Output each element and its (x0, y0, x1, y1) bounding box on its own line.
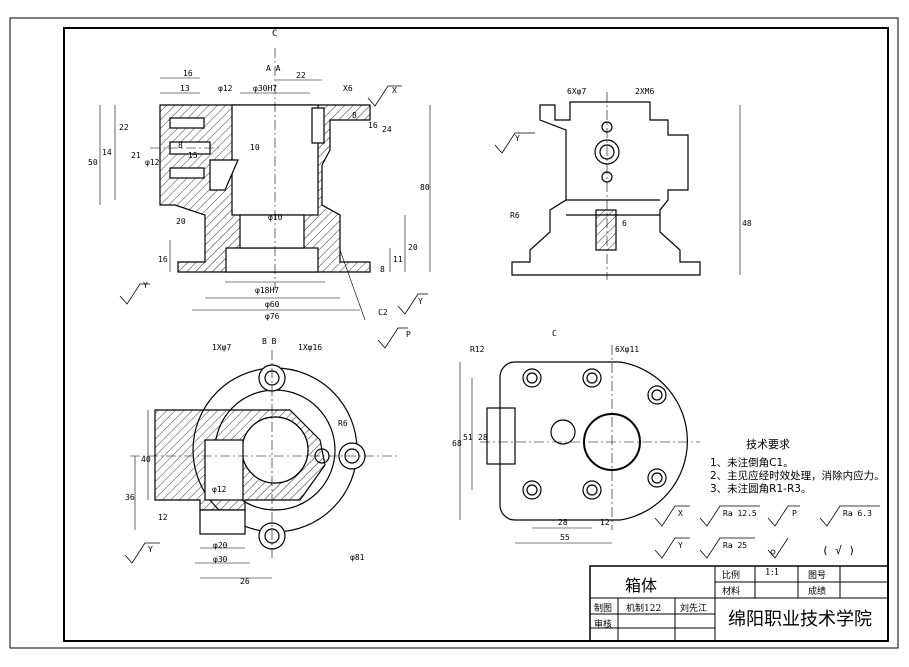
checked-label: 审核 (594, 620, 613, 630)
sym-y-3: Y (515, 134, 520, 143)
dim-bb-1x16: 1Xφ16 (298, 343, 322, 352)
dim-22v: 22 (119, 123, 129, 132)
part-name: 箱体 (625, 576, 658, 595)
dim-c2: C2 (378, 308, 388, 317)
dim-11: 11 (393, 255, 403, 264)
dim-68: 68 (452, 439, 462, 448)
legend-x: X (678, 509, 683, 518)
dim-13: 13 (180, 84, 190, 93)
dim-phi12-top: φ12 (218, 84, 233, 93)
dim-r6: R6 (510, 211, 520, 220)
dim-phi30: φ30 (213, 555, 228, 564)
view-label-aa: A A (266, 64, 281, 73)
sym-y-2: Y (418, 297, 423, 306)
inner-border (63, 27, 889, 642)
dim-36: 36 (125, 493, 135, 502)
sym-x-1: X (392, 86, 397, 95)
dim-r6b: R6 (338, 419, 348, 428)
dim-51: 51 (463, 433, 473, 442)
technical-requirements: 技术要求 1、未注倒角C1。 2、主见应经时效处理，消除内应力。 3、未注圆角R… (710, 438, 900, 496)
c-view (459, 345, 700, 544)
dim-phi81: φ81 (350, 553, 365, 562)
dim-phi18h7: φ18H7 (255, 286, 279, 295)
front-dims: 16 13 φ12 φ30H7 22 X6 8 16 24 14 22 21 φ… (88, 69, 430, 321)
dim-20: 20 (176, 217, 186, 226)
sym-y-4: Y (148, 545, 153, 554)
drawn-label: 制图 (594, 604, 613, 614)
legend-ra25: Ra 25 (723, 541, 747, 550)
dim-phi30h7: φ30H7 (253, 84, 277, 93)
dim-22: 22 (296, 71, 306, 80)
dim-14: 14 (102, 148, 112, 157)
legend-ra12: Ra 12.5 (723, 509, 757, 518)
legend-p: P (792, 509, 797, 518)
dim-6: 6 (622, 219, 627, 228)
dim-12h: 12 (600, 518, 610, 527)
dim-24: 24 (382, 125, 392, 134)
dim-10: 10 (250, 143, 260, 152)
dim-6x11: 6Xφ11 (615, 345, 639, 354)
note-item-3: 3、未注圆角R1-R3。 (710, 483, 812, 495)
legend-y: Y (678, 541, 683, 550)
dim-bb-1x7: 1Xφ7 (212, 343, 231, 352)
view-label-c: C (272, 29, 277, 39)
drawer-name: 刘先江 (680, 604, 708, 614)
title-block-grid (589, 565, 889, 642)
material-label: 材料 (722, 587, 741, 597)
dim-21: 21 (131, 151, 141, 160)
dim-55: 55 (560, 533, 570, 542)
surface-symbols-front (119, 85, 428, 349)
dim-8: 8 (352, 111, 357, 120)
dim-16b: 16 (368, 121, 378, 130)
view-label-c2: C (552, 329, 557, 338)
dim-40: 40 (141, 455, 151, 464)
side-view (511, 92, 741, 280)
dim-16v: 16 (158, 255, 168, 264)
legend-ra63: Ra 6.3 (843, 509, 872, 518)
dim-6x7: 6Xφ7 (567, 87, 586, 96)
note-item-1: 1、未注倒角C1。 (710, 457, 794, 469)
dim-phi12-v: φ12 (145, 158, 160, 167)
drawing-no-label: 图号 (808, 571, 827, 581)
sym-y-1: Y (143, 281, 148, 290)
scale-label: 比例 (722, 571, 741, 581)
grade-label: 成绩 (808, 587, 827, 597)
bb-view (130, 350, 400, 579)
dim-28: 28 (558, 518, 568, 527)
class-value: 机制122 (626, 604, 662, 614)
dim-phi60: φ60 (265, 300, 280, 309)
dim-8v: 8 (178, 141, 183, 150)
front-section-view: C A A (99, 29, 431, 321)
view-label-bb: B B (262, 337, 277, 346)
dim-r12: R12 (470, 345, 485, 354)
dim-8b: 8 (380, 265, 385, 274)
dim-15: 15 (188, 151, 198, 160)
dim-26: 26 (240, 577, 250, 586)
dim-20v: 20 (408, 243, 418, 252)
dim-50: 50 (88, 158, 98, 167)
note-item-2: 2、主见应经时效处理，消除内应力。 (710, 470, 885, 482)
outer-border (9, 17, 899, 649)
legend-paren: ( √ ) (822, 544, 855, 557)
dim-phi12b: φ12 (212, 485, 227, 494)
dim-16: 16 (183, 69, 193, 78)
notes-title: 技术要求 (746, 438, 790, 451)
dim-x6: X6 (343, 84, 353, 93)
dim-48: 48 (742, 219, 752, 228)
dim-phi76: φ76 (265, 312, 280, 321)
dim-28v: 28 (478, 433, 488, 442)
sym-p-1: P (406, 330, 411, 339)
dim-80: 80 (420, 183, 430, 192)
roughness-legend (654, 505, 880, 559)
dim-12: 12 (158, 513, 168, 522)
scale-value: 1:1 (765, 568, 780, 578)
dim-phi10: φ10 (268, 213, 283, 222)
school-name: 绵阳职业技术学院 (728, 609, 872, 630)
dim-2x6: 2XM6 (635, 87, 654, 96)
dim-phi20: φ20 (213, 541, 228, 550)
